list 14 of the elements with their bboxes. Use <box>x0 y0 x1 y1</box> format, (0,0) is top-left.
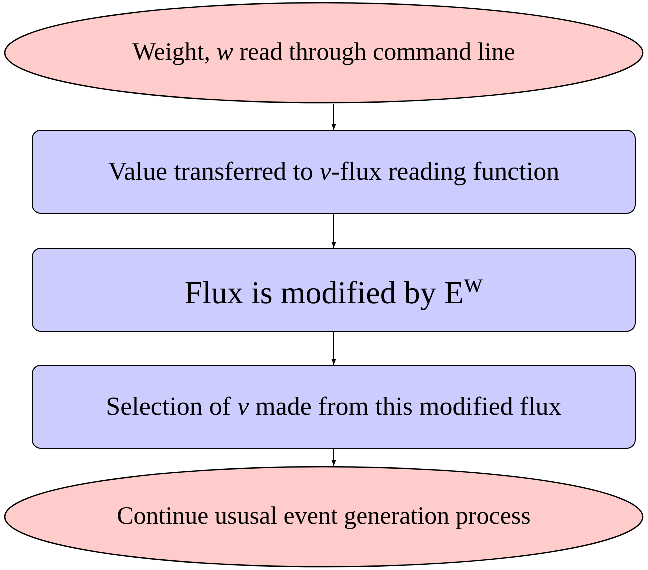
terminal-ellipse <box>4 466 644 568</box>
process-box <box>32 365 636 449</box>
node-text: Flux is modified by E$^{w}$ <box>184 269 484 311</box>
arrow <box>332 104 336 130</box>
process-box <box>32 248 636 332</box>
node-text: Continue ususal event generation process <box>117 504 531 530</box>
node-text: Weight, w read through command line <box>132 40 516 66</box>
arrow <box>332 332 336 366</box>
arrow <box>332 214 336 248</box>
node-text: Selection of ν made from this modified flux <box>106 393 562 421</box>
terminal-ellipse <box>4 2 644 104</box>
arrow <box>332 448 336 466</box>
node-text: Value transferred to ν-flux reading function <box>108 158 560 186</box>
process-box <box>32 130 636 214</box>
